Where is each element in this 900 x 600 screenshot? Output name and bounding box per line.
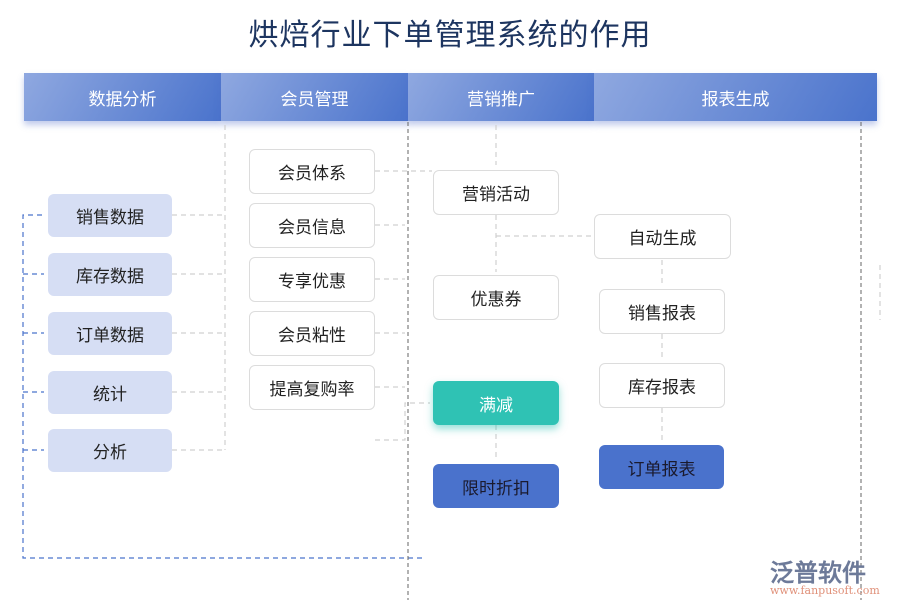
node-member-info: 会员信息 <box>249 203 375 248</box>
node-repurchase: 提高复购率 <box>249 365 375 410</box>
node-sales-data: 销售数据 <box>48 194 172 237</box>
header-data-analysis: 数据分析 <box>24 73 221 121</box>
node-order-data: 订单数据 <box>48 312 172 355</box>
node-member-stickiness: 会员粘性 <box>249 311 375 356</box>
node-auto-generate: 自动生成 <box>594 214 731 259</box>
node-flash-sale: 限时折扣 <box>433 464 559 508</box>
node-stock-data: 库存数据 <box>48 253 172 296</box>
node-discount: 满减 <box>433 381 559 425</box>
node-activity: 营销活动 <box>433 170 559 215</box>
header-reports: 报表生成 <box>594 73 877 121</box>
node-sales-report: 销售报表 <box>599 289 725 334</box>
header-member-management: 会员管理 <box>221 73 408 121</box>
logo-name: 泛普软件 <box>770 559 866 587</box>
node-order-report: 订单报表 <box>599 445 724 489</box>
node-stock-report: 库存报表 <box>599 363 725 408</box>
node-analysis: 分析 <box>48 429 172 472</box>
node-exclusive-offer: 专享优惠 <box>249 257 375 302</box>
node-statistics: 统计 <box>48 371 172 414</box>
node-coupon: 优惠券 <box>433 275 559 320</box>
logo-url: www.fanpusoft.com <box>770 584 880 597</box>
node-member-system: 会员体系 <box>249 149 375 194</box>
header-marketing: 营销推广 <box>408 73 594 121</box>
page-title: 烘焙行业下单管理系统的作用 <box>248 18 652 53</box>
